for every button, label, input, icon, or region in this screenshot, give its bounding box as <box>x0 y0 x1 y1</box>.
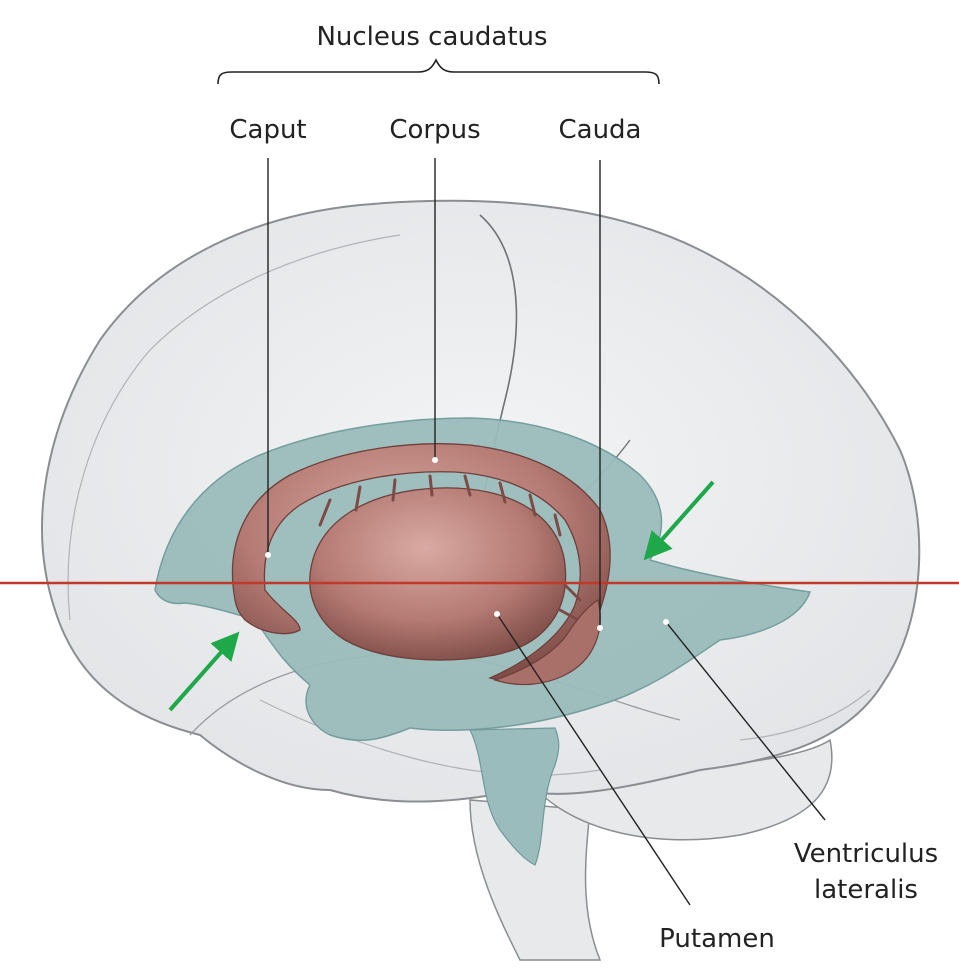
arrow-icon <box>168 631 240 712</box>
putamen-shape <box>309 487 567 661</box>
label-corpus: Corpus <box>389 115 480 145</box>
striations <box>318 474 582 622</box>
label-nucleus-caudatus: Nucleus caudatus <box>316 22 547 52</box>
label-caput: Caput <box>229 115 306 145</box>
leader-dots <box>265 457 669 631</box>
ventricle-inferior-horn <box>469 727 560 866</box>
cauda-shape <box>493 599 601 686</box>
label-putamen: Putamen <box>659 924 775 954</box>
leader-lines <box>267 158 826 906</box>
label-ventriculus: Ventriculus <box>794 839 938 869</box>
brainstem <box>469 799 602 961</box>
sulcus-frontal <box>67 234 401 621</box>
arrow-icon <box>643 480 715 561</box>
label-cauda: Cauda <box>558 115 641 145</box>
nucleus-brace <box>217 58 660 85</box>
nucleus-caudatus-shape <box>231 443 611 681</box>
label-lateralis: lateralis <box>814 875 918 905</box>
sulcus-occipital <box>739 689 871 741</box>
